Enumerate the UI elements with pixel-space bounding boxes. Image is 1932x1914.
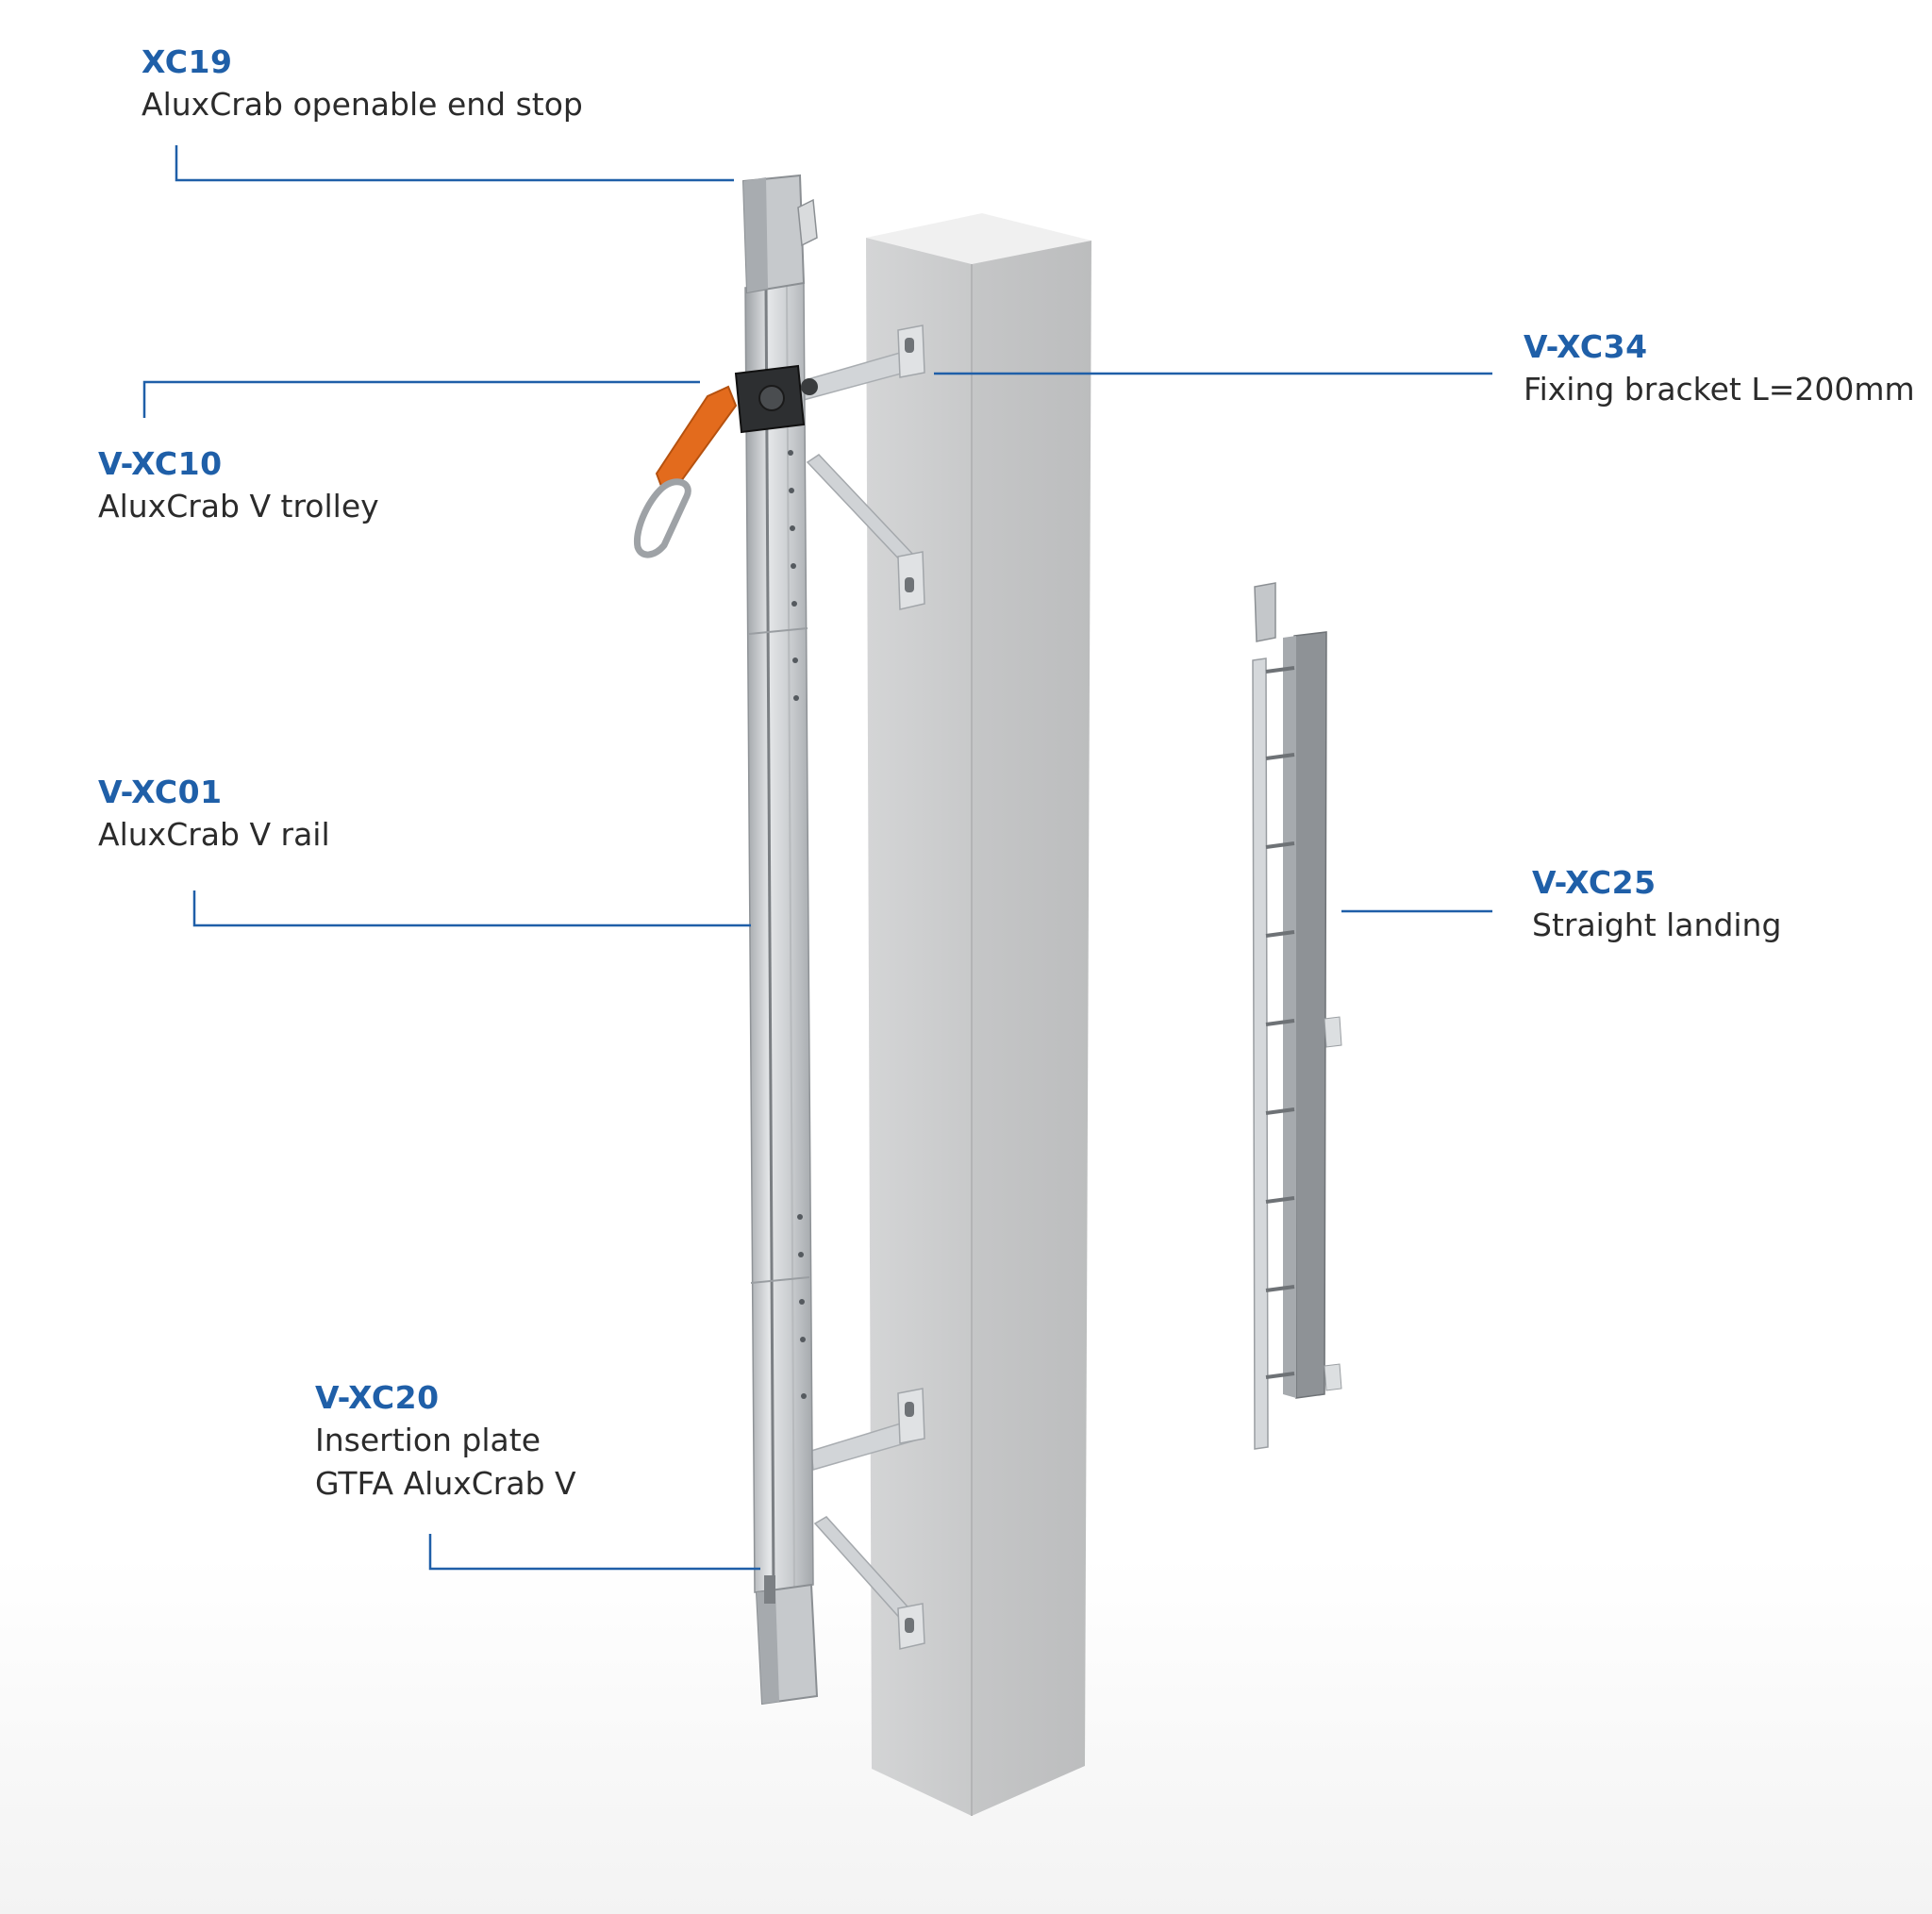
part-code-vxc01: V-XC01: [98, 774, 223, 810]
upper-fixing-bracket: [797, 325, 925, 610]
energy-absorber: [655, 385, 738, 491]
part-code-vxc10: V-XC10: [98, 445, 223, 482]
openable-end-stop-top: [741, 174, 818, 294]
landing-rungs: [1265, 666, 1295, 1379]
label-vxc20: V-XC20 Insertion plate GTFA AluxCrab V: [315, 1377, 576, 1506]
label-vxc10: V-XC10 AluxCrab V trolley: [98, 443, 379, 528]
pillar-top-face: [866, 213, 1091, 264]
label-vxc01: V-XC01 AluxCrab V rail: [98, 772, 330, 857]
pillar-left-face: [866, 238, 972, 1816]
part-desc-xc19: AluxCrab openable end stop: [142, 86, 583, 123]
pillar-right-face: [972, 241, 1091, 1816]
label-vxc34: V-XC34 Fixing bracket L=200mm: [1524, 326, 1915, 411]
leader-vxc10: [142, 380, 700, 418]
part-code-vxc25: V-XC25: [1532, 864, 1657, 901]
label-vxc25: V-XC25 Straight landing: [1532, 862, 1781, 947]
part-desc-vxc01: AluxCrab V rail: [98, 816, 330, 853]
concrete-pillar: [866, 213, 1091, 1816]
part-code-xc19: XC19: [142, 43, 233, 80]
leader-vxc20: [428, 1534, 760, 1571]
part-code-vxc34: V-XC34: [1524, 328, 1648, 365]
part-desc-vxc20-line1: Insertion plate: [315, 1422, 541, 1458]
lower-fixing-bracket: [810, 1388, 925, 1650]
straight-landing: [1252, 582, 1342, 1450]
part-desc-vxc25: Straight landing: [1532, 907, 1782, 943]
part-code-vxc20: V-XC20: [315, 1379, 440, 1416]
leader-xc19: [175, 145, 734, 182]
leader-vxc01: [192, 890, 751, 927]
carabiner: [633, 478, 691, 558]
label-xc19: XC19 AluxCrab openable end stop: [142, 42, 583, 126]
rail-bolts: [788, 450, 807, 1399]
part-desc-vxc20-line2: GTFA AluxCrab V: [315, 1465, 576, 1502]
aluxcrab-v-trolley: [633, 364, 818, 558]
leader-lines: [142, 145, 1492, 1571]
aluxcrab-v-rail: [744, 282, 814, 1593]
part-desc-vxc10: AluxCrab V trolley: [98, 488, 379, 524]
insertion-plate-bottom: [755, 1575, 819, 1706]
part-desc-vxc34: Fixing bracket L=200mm: [1524, 371, 1915, 408]
